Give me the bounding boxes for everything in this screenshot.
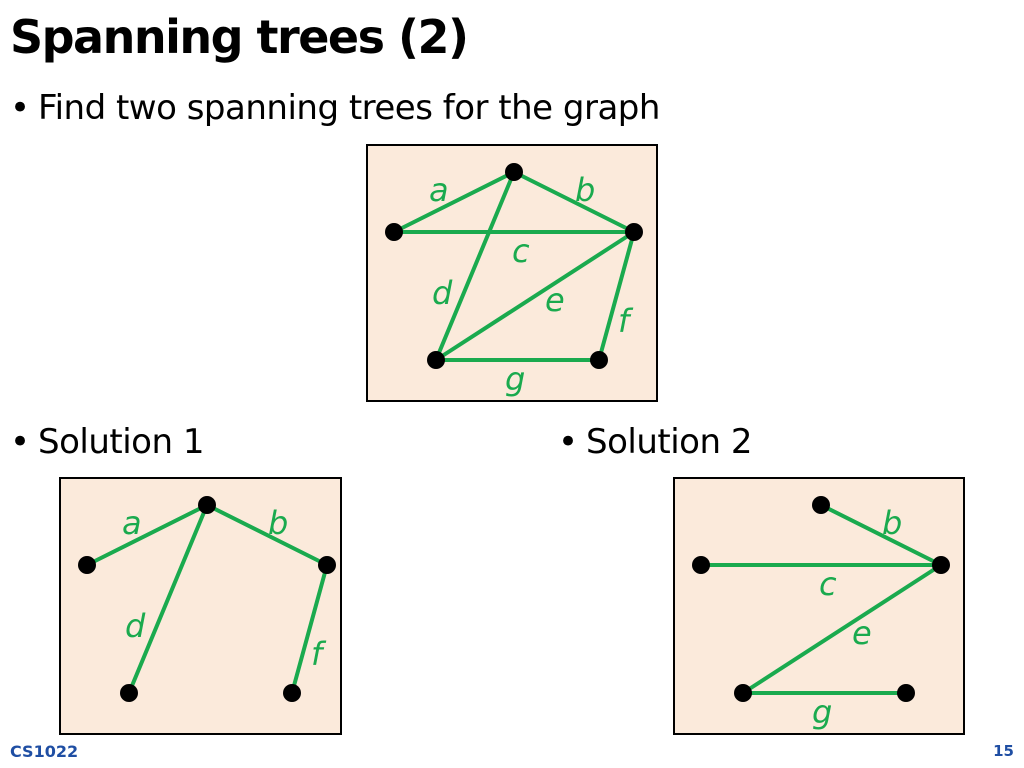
edge-a [392, 170, 516, 234]
vertex-bottom-right [283, 684, 301, 702]
solution-1-graph-svg: a b d f [78, 496, 336, 702]
vertex-right [932, 556, 950, 574]
solution-2-graph: b c e g [673, 477, 965, 735]
edge-label-a: a [429, 171, 449, 209]
vertex-left [692, 556, 710, 574]
vertex-top [505, 163, 523, 181]
edge-label-b: b [268, 504, 288, 542]
edge-f [597, 230, 636, 362]
edge-d [127, 503, 209, 695]
vertex-right [625, 223, 643, 241]
edge-label-b: b [882, 504, 902, 542]
vertex-top [812, 496, 830, 514]
original-graph-svg: a b c d e f g [385, 163, 643, 398]
edge-label-d: d [432, 274, 453, 312]
bullet-text: Solution 2 [586, 422, 752, 462]
edge-label-g: g [812, 693, 832, 731]
solution-1-graph: a b d f [59, 477, 342, 735]
vertex-bottom-left [734, 684, 752, 702]
vertex-right [318, 556, 336, 574]
bullet-glyph: • [10, 422, 30, 462]
bullet-find-spanning-trees: •Find two spanning trees for the graph [10, 88, 660, 128]
vertex-bottom-left [427, 351, 445, 369]
edge-f [290, 563, 329, 695]
edge-label-e: e [545, 281, 565, 319]
edge-e [434, 230, 636, 362]
original-graph: a b c d e f g [366, 144, 658, 402]
edge-label-e: e [852, 614, 872, 652]
bullet-solution-2: •Solution 2 [558, 422, 752, 462]
edge-label-c: c [512, 232, 530, 270]
vertex-left [385, 223, 403, 241]
bullet-glyph: • [10, 88, 30, 128]
page-number: 15 [993, 742, 1014, 760]
solution-2-graph-svg: b c e g [692, 496, 950, 731]
vertex-bottom-left [120, 684, 138, 702]
edge-b [512, 170, 636, 234]
slide-title: Spanning trees (2) [10, 10, 469, 64]
vertex-top [198, 496, 216, 514]
vertex-bottom-right [590, 351, 608, 369]
vertex-bottom-right [897, 684, 915, 702]
edge-label-c: c [819, 565, 837, 603]
edge-label-g: g [505, 360, 525, 398]
bullet-solution-1: •Solution 1 [10, 422, 204, 462]
bullet-text: Find two spanning trees for the graph [38, 88, 660, 128]
bullet-glyph: • [558, 422, 578, 462]
edge-label-b: b [575, 171, 595, 209]
edge-label-f: f [618, 302, 634, 340]
vertex-left [78, 556, 96, 574]
edge-e [741, 563, 943, 695]
edge-label-d: d [125, 607, 146, 645]
edge-label-a: a [122, 504, 142, 542]
edge-label-f: f [311, 635, 327, 673]
edge-a [85, 503, 209, 567]
footer-course-code: CS1022 [10, 742, 79, 761]
edge-b [819, 503, 943, 567]
bullet-text: Solution 1 [38, 422, 204, 462]
edge-d [434, 170, 516, 362]
edge-b [205, 503, 329, 567]
